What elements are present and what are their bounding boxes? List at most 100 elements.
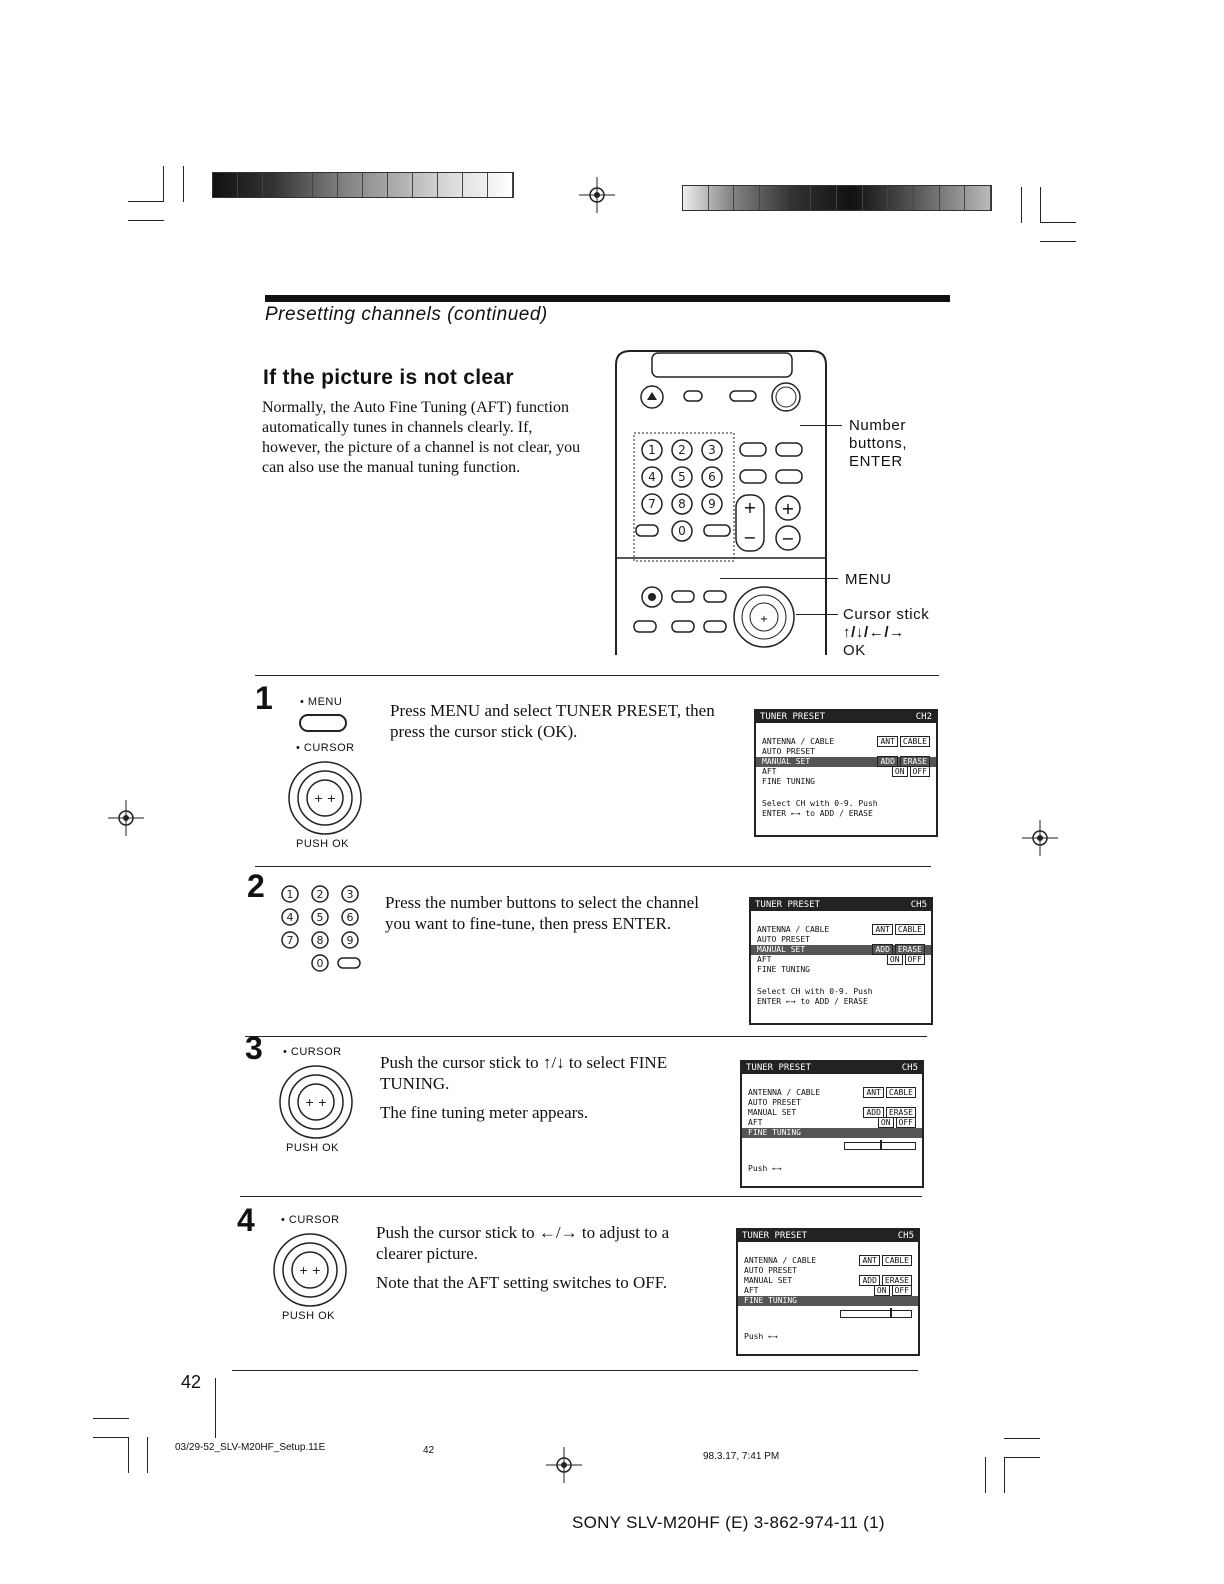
svg-text:2: 2 [678, 443, 686, 457]
number-key: 2 [317, 888, 324, 901]
step-4-cursor-label: • CURSOR [281, 1214, 340, 1226]
crop-mark-bottom-right-h [1004, 1438, 1040, 1439]
remote-control-illustration: 1 2 3 4 5 6 7 8 9 0 + − + − + [615, 350, 827, 655]
svg-text:8: 8 [678, 497, 686, 511]
number-key: 5 [317, 911, 324, 924]
number-key: 0 [317, 957, 324, 970]
eject-button-icon [640, 385, 664, 409]
number-key: 3 [347, 888, 354, 901]
crop-mark-top-left-h [128, 201, 164, 202]
step-3-text: Push the cursor stick to ↑/↓ to select F… [380, 1053, 668, 1122]
number-key: 6 [347, 911, 354, 924]
step-1-rule [255, 675, 939, 676]
crop-mark-top-left-h2 [128, 220, 164, 221]
section-rule [265, 295, 950, 302]
step-1-cursor-label: • CURSOR [296, 742, 355, 754]
crop-mark-top-left-v [163, 166, 164, 202]
svg-text:+: + [760, 614, 768, 625]
cursor-stick-icon [733, 586, 795, 648]
callout-cursor-stick: Cursor stick ↑/↓/←/→ OK [843, 606, 930, 659]
registration-mark-right [1022, 820, 1058, 856]
crop-mark-bottom-left-v2 [147, 1437, 148, 1473]
step-2-number: 2 [247, 868, 265, 904]
step-3-rule [245, 1036, 927, 1037]
fine-tuning-meter-tick [890, 1308, 892, 1318]
section-title: Presetting channels (continued) [265, 304, 548, 325]
model-number: SONY SLV-M20HF (E) 3-862-974-11 (1) [572, 1513, 885, 1532]
registration-mark-top [579, 177, 615, 213]
crop-mark-bottom-right-v [985, 1457, 986, 1493]
svg-text:−: − [743, 528, 756, 547]
crop-mark-top-right-v [1021, 187, 1022, 223]
step-3-push-ok: PUSH OK [286, 1142, 340, 1154]
fine-tuning-meter-tick [880, 1140, 882, 1150]
step-1-text: Press MENU and select TUNER PRESET, then… [390, 701, 715, 741]
page-number-rule [215, 1378, 216, 1438]
power-button-icon [771, 382, 801, 412]
crop-mark-top-right-v2 [1040, 187, 1041, 223]
svg-text:9: 9 [708, 497, 716, 511]
svg-text:6: 6 [708, 470, 716, 484]
intro-body: Normally, the Auto Fine Tuning (AFT) fun… [262, 399, 581, 476]
crop-mark-bottom-left-h [93, 1418, 129, 1419]
callout-number-buttons: Number buttons, ENTER [849, 417, 908, 470]
number-key: 8 [317, 934, 324, 947]
crop-mark-bottom-left-v [128, 1437, 129, 1473]
svg-text:−: − [781, 529, 794, 548]
remote-number-keys: 1 2 3 4 5 6 7 8 9 0 [641, 439, 723, 542]
svg-text:0: 0 [678, 524, 686, 538]
bottom-rule [232, 1370, 918, 1371]
number-key: 7 [287, 934, 294, 947]
svg-text:+ +: + + [314, 792, 336, 805]
color-bar-left [212, 172, 514, 198]
svg-text:3: 3 [708, 443, 716, 457]
svg-text:7: 7 [648, 497, 656, 511]
crop-mark-bottom-right-v2 [1004, 1457, 1005, 1493]
crop-mark-top-right-h [1040, 222, 1076, 223]
cursor-arrows-label: ↑/↓/←/→ [843, 624, 905, 641]
crop-mark-bottom-right-h2 [1004, 1457, 1040, 1458]
svg-text:+ +: + + [305, 1096, 327, 1109]
timestamp: 98.3.17, 7:41 PM [703, 1451, 780, 1462]
number-key: 9 [347, 934, 354, 947]
step-3-number: 3 [245, 1030, 263, 1066]
color-bar-right [682, 185, 992, 211]
menu-button-icon [299, 714, 347, 732]
fine-tuning-meter [840, 1308, 912, 1318]
number-key: 1 [287, 888, 294, 901]
crop-mark-top-left-v2 [183, 166, 184, 202]
callout-line-menu [720, 578, 838, 579]
svg-text:4: 4 [648, 470, 656, 484]
svg-text:+: + [743, 498, 756, 517]
svg-text:5: 5 [678, 470, 686, 484]
step-4-push-ok: PUSH OK [282, 1310, 336, 1322]
step-2-rule [255, 866, 931, 867]
registration-mark-bottom [546, 1447, 582, 1483]
callout-line-number [800, 425, 842, 426]
step-4-rule [240, 1196, 922, 1197]
page-number: 42 [181, 1372, 202, 1392]
step-1-menu-label: • MENU [300, 696, 343, 708]
number-key: 4 [287, 911, 294, 924]
cursor-stick-icon: + + [279, 1065, 353, 1139]
registration-mark-left [108, 800, 144, 836]
step-2-text: Press the number buttons to select the c… [385, 893, 699, 933]
fine-tuning-meter [844, 1140, 916, 1150]
number-keys-icon: 1 2 3 4 5 6 7 8 9 0 [281, 885, 361, 972]
crop-mark-top-right-h2 [1040, 241, 1076, 242]
cursor-stick-icon: + + [273, 1233, 347, 1307]
svg-text:+ +: + + [299, 1264, 321, 1277]
step-4-text: Push the cursor stick to ←/→ to adjust t… [376, 1223, 670, 1292]
step-3-cursor-label: • CURSOR [283, 1046, 342, 1058]
step-1-number: 1 [255, 680, 273, 716]
file-page: 42 [423, 1445, 435, 1456]
crop-mark-bottom-left-h2 [93, 1437, 129, 1438]
cursor-stick-icon: + + [288, 761, 362, 835]
intro-heading: If the picture is not clear [263, 366, 514, 389]
svg-text:+: + [781, 499, 794, 518]
file-name: 03/29-52_SLV-M20HF_Setup.11E [175, 1442, 326, 1453]
